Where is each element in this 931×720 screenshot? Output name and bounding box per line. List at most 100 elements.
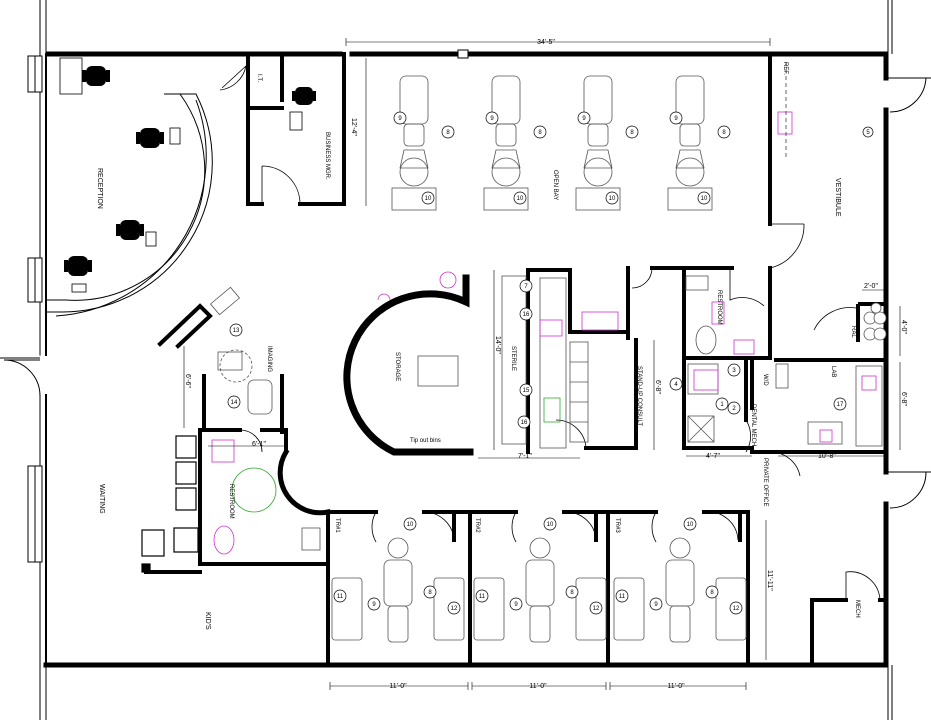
side-tag: 12 — [733, 606, 740, 612]
room-label-storage: STORAGE — [394, 352, 400, 381]
dim-lab-width: 10'-8" — [818, 453, 836, 460]
tag-4: 4 — [674, 382, 678, 388]
room-label-reception: RECEPTION — [96, 168, 103, 209]
chair-tag: 9 — [398, 116, 402, 122]
dim-open-bay-height: 12'-4" — [350, 118, 357, 136]
reception-counter — [46, 93, 213, 317]
chair-tag: 9 — [674, 116, 678, 122]
cabinet-tag: 10 — [517, 196, 524, 202]
treatment-room-fixtures — [331, 537, 747, 643]
consult-tags — [669, 363, 741, 415]
dim-lab-height: 6'-8" — [900, 392, 907, 406]
tag-1: 1 — [720, 402, 724, 408]
dim-ral-width: 2'-0" — [864, 283, 878, 290]
reception-desk-items — [59, 57, 303, 293]
dim-tr2-width: 11'-0" — [529, 683, 547, 690]
room-label-dental-mech: DENTAL MECH — [750, 404, 756, 446]
sterile-tag-labels: 7 16 15 16 — [521, 284, 530, 426]
dim-consult-height: 6'-8" — [654, 380, 661, 394]
sterile-fixtures — [501, 275, 619, 449]
room-label-tr1: TR#1 — [334, 518, 340, 533]
entry-doors — [3, 77, 927, 509]
dim-mech-height: 11'-11" — [766, 570, 773, 591]
open-bay-tags — [393, 111, 731, 205]
room-label-business-mgr: BUSINESS MGR. — [324, 132, 330, 180]
side-tag: 11 — [337, 594, 344, 600]
open-bay-tag-labels: 9 8 10 9 8 10 9 8 10 9 8 10 — [398, 116, 726, 202]
room-label-tr3: TR#3 — [614, 518, 620, 533]
side-tag: 11 — [479, 594, 486, 600]
lab-fixtures — [775, 363, 883, 447]
restroom-top-fixtures — [685, 275, 755, 355]
sterile-tags — [517, 279, 533, 429]
cabinet-tag: 10 — [609, 196, 616, 202]
vestibule-tag: 5 — [862, 126, 874, 138]
dim-sterile-height: 14'-0" — [494, 336, 501, 354]
chair-tag: 9 — [654, 602, 658, 608]
storage-fixtures — [377, 271, 459, 387]
room-label-kids: KID'S — [204, 612, 211, 630]
dimension-labels: 34'-5" 12'-4" 14'-0" 7'-1" 6'-8" 4'-7" 1… — [184, 39, 907, 690]
cabinet-tag: 10 — [425, 196, 432, 202]
room-label-private-office: PRIVATE OFFICE — [762, 458, 768, 506]
dim-tr3-width: 11'-0" — [667, 683, 685, 690]
imaging-fixtures — [209, 286, 273, 415]
room-label-wd: W/D — [762, 374, 768, 386]
side-tag: 11 — [619, 594, 626, 600]
dim-imaging-width: 6'-1" — [252, 441, 266, 448]
cabinet-tag: 10 — [687, 522, 694, 528]
dim-consult-width: 4'-7" — [706, 453, 720, 460]
cabinet-tag: 10 — [701, 196, 708, 202]
cart-tag: 8 — [710, 590, 714, 596]
room-label-sterile: STERILE — [510, 346, 516, 371]
open-bay-operatories — [391, 75, 713, 211]
chair-tag: 9 — [372, 602, 376, 608]
room-label-tr2: TR#2 — [474, 518, 480, 533]
imaging-tags — [227, 323, 243, 409]
room-label-restroom-top: RESTROOM — [716, 290, 722, 325]
cart-tag: 8 — [570, 590, 574, 596]
tag-15: 15 — [523, 388, 530, 394]
tag-14: 14 — [231, 400, 238, 406]
room-label-waiting: WAITING — [98, 484, 105, 514]
tag-16: 16 — [523, 312, 530, 318]
dim-sterile-width: 7'-1" — [518, 453, 532, 460]
treatment-room-tag-labels: 10 11 9 8 12 10 11 9 8 12 10 11 9 8 12 — [337, 522, 740, 612]
cart-tag: 8 — [446, 130, 450, 136]
lab-tag: 17 — [833, 397, 847, 411]
dim-top: 34'-5" — [537, 39, 555, 46]
dimension-lines — [183, 38, 901, 690]
consult-tag-labels: 4 3 2 1 — [674, 368, 736, 412]
treatment-room-tags — [333, 517, 743, 615]
room-label-ref: REF. — [782, 62, 788, 75]
tag-17: 17 — [837, 402, 844, 408]
chair-tag: 9 — [490, 116, 494, 122]
tag-13: 13 — [233, 328, 240, 334]
cart-tag: 8 — [538, 130, 542, 136]
room-label-lab: LAB — [830, 366, 836, 377]
cabinet-tag: 10 — [407, 522, 414, 528]
room-label-vestibule: VESTIBULE — [834, 178, 841, 217]
dim-tr1-width: 11'-0" — [389, 683, 407, 690]
vestibule-sink — [777, 111, 793, 135]
room-label-ral: RAL — [850, 326, 856, 338]
side-tag: 12 — [451, 606, 458, 612]
label-tip-out-bins: Tip out bins — [410, 438, 441, 444]
imaging-tag-labels: 13 14 — [231, 328, 240, 406]
ral-fixtures — [863, 302, 887, 341]
windows — [27, 55, 43, 563]
reception-chairs — [64, 66, 316, 276]
consult-fixtures — [687, 363, 719, 443]
tag-16: 16 — [521, 420, 528, 426]
chair-tag: 9 — [582, 116, 586, 122]
cabinet-tag: 10 — [547, 522, 554, 528]
waiting-chairs — [141, 435, 199, 573]
room-labels: RECEPTION I.T. BUSINESS MGR. OPEN BAY VE… — [96, 62, 860, 630]
room-label-mech: MECH — [854, 600, 860, 618]
cart-tag: 8 — [630, 130, 634, 136]
side-tag: 12 — [593, 606, 600, 612]
cart-tag: 8 — [722, 130, 726, 136]
wall-column — [457, 49, 469, 59]
room-label-open-bay: OPEN BAY — [552, 170, 558, 200]
